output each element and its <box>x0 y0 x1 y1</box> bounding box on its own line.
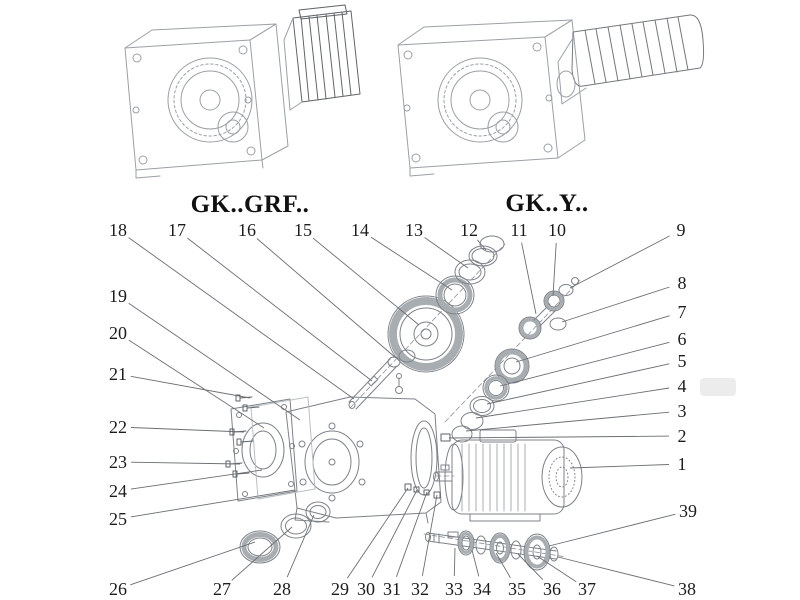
callout-36: 36 <box>543 579 561 599</box>
leader-line-26 <box>130 541 256 586</box>
callout-30: 30 <box>357 579 375 599</box>
leader-line-12 <box>477 239 487 251</box>
callout-1: 1 <box>677 454 687 474</box>
leader-line-9 <box>569 235 670 289</box>
leader-line-13 <box>424 237 469 269</box>
leader-line-6 <box>499 341 670 387</box>
pinion-assembly <box>518 277 579 340</box>
leader-line-39 <box>548 513 676 547</box>
large-gear <box>387 295 465 373</box>
callout-8: 8 <box>677 273 687 293</box>
leader-line-28 <box>286 514 315 578</box>
callout-6: 6 <box>677 329 687 349</box>
callout-26: 26 <box>109 579 127 599</box>
leader-line-4 <box>475 387 670 419</box>
leader-line-24 <box>130 469 263 490</box>
leader-line-17 <box>187 237 373 382</box>
leader-line-36 <box>517 553 544 581</box>
small-fasteners <box>404 483 441 499</box>
leader-line-30 <box>371 489 418 578</box>
leader-line-37 <box>536 555 577 583</box>
callout-21: 21 <box>109 364 127 384</box>
y-motor-drawing <box>556 14 705 105</box>
callout-17: 17 <box>168 220 186 240</box>
leader-line-22 <box>130 427 245 433</box>
callout-12: 12 <box>460 220 478 240</box>
variant-label-y: GK..Y.. <box>505 190 589 217</box>
leader-line-8 <box>561 286 670 323</box>
callout-32: 32 <box>411 579 429 599</box>
callout-34: 34 <box>473 579 491 599</box>
leader-line-2 <box>448 435 670 439</box>
grf-fin-cover <box>283 4 361 111</box>
gearbox-grf-drawing <box>124 4 361 179</box>
callout-35: 35 <box>508 579 526 599</box>
callout-38: 38 <box>678 579 696 599</box>
gear-housing <box>285 373 451 524</box>
leader-line-32 <box>421 494 438 577</box>
callout-11: 11 <box>510 220 528 240</box>
variant-label-grf: GK..GRF.. <box>190 191 310 218</box>
leader-line-38 <box>557 556 675 587</box>
callout-25: 25 <box>109 509 127 529</box>
output-shaft-assembly <box>425 530 559 571</box>
leader-line-25 <box>130 489 296 518</box>
callout-4: 4 <box>677 376 687 396</box>
leader-line-35 <box>495 552 511 579</box>
leader-line-1 <box>569 464 670 469</box>
watermark-smudge <box>700 378 736 396</box>
callout-10: 10 <box>548 220 566 240</box>
callout-15: 15 <box>294 220 312 240</box>
callout-24: 24 <box>109 481 127 501</box>
leader-line-31 <box>395 491 428 577</box>
leader-line-11 <box>521 242 537 315</box>
leader-line-5 <box>486 363 670 405</box>
callout-2: 2 <box>677 426 687 446</box>
callout-23: 23 <box>109 452 127 472</box>
callout-5: 5 <box>677 351 687 371</box>
leader-line-34 <box>471 549 480 577</box>
leader-line-27 <box>231 526 293 581</box>
callout-3: 3 <box>677 401 687 421</box>
callout-9: 9 <box>676 220 686 240</box>
leader-line-19 <box>128 302 301 421</box>
callout-19: 19 <box>109 286 127 306</box>
exploded-view <box>225 235 583 571</box>
callout-29: 29 <box>331 579 349 599</box>
leader-line-18 <box>128 237 355 400</box>
callout-16: 16 <box>238 220 256 240</box>
callout-33: 33 <box>445 579 463 599</box>
callout-18: 18 <box>109 220 127 240</box>
leader-line-23 <box>130 461 241 465</box>
callout-14: 14 <box>351 220 369 240</box>
leader-line-15 <box>312 237 420 326</box>
callout-13: 13 <box>405 220 423 240</box>
gearbox-y-drawing <box>397 14 705 177</box>
leader-line-33 <box>453 547 456 577</box>
leader-line-3 <box>465 411 670 432</box>
callout-27: 27 <box>213 579 231 599</box>
input-bearing-stack <box>435 235 505 315</box>
callout-20: 20 <box>109 323 127 343</box>
leader-line-14 <box>370 236 453 291</box>
callout-22: 22 <box>109 417 127 437</box>
callout-39: 39 <box>679 501 697 521</box>
callout-28: 28 <box>273 579 291 599</box>
intermediate-stack <box>451 348 530 443</box>
leader-line-16 <box>256 238 397 359</box>
leader-line-29 <box>346 487 409 579</box>
callout-31: 31 <box>383 579 401 599</box>
callout-37: 37 <box>578 579 596 599</box>
callout-7: 7 <box>677 302 687 322</box>
leader-line-20 <box>128 339 265 429</box>
leader-line-21 <box>130 375 251 399</box>
motor-drawing <box>433 429 583 522</box>
leader-line-7 <box>515 315 670 363</box>
leader-line-10 <box>552 242 557 297</box>
